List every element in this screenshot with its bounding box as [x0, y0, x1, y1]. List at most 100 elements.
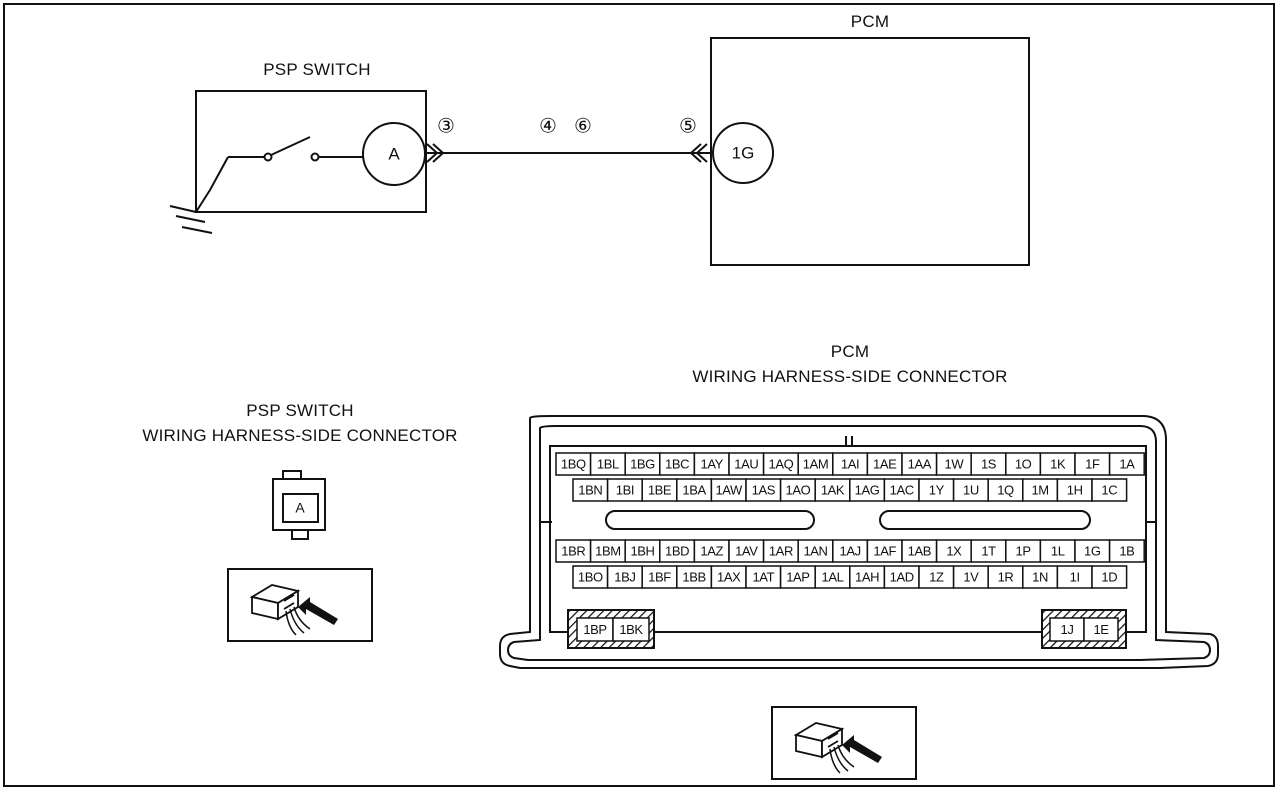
connector-a-circle: A — [362, 122, 426, 186]
pin-label: 1BR — [561, 543, 585, 558]
pin-label: 1AR — [769, 543, 793, 558]
pin-cell: 1AW — [710, 478, 747, 502]
pin-label: 1J — [1061, 622, 1074, 637]
pin-label: 1AE — [873, 456, 897, 471]
pin-cell: 1AF — [866, 539, 903, 563]
pin-cell: 1L — [1039, 539, 1076, 563]
pcm-connector-title: PCM — [830, 342, 870, 361]
pin-cell: 1BJ — [606, 565, 643, 589]
pin-cell: 1A — [1108, 452, 1145, 476]
pin-label: 1AP — [786, 569, 809, 584]
pin-label: 1AU — [734, 456, 758, 471]
pin-label: 1E — [1093, 622, 1109, 637]
pin-label: 1AM — [803, 456, 829, 471]
pin-cell: 1BM — [589, 539, 626, 563]
pin-cell: 1M — [1022, 478, 1059, 502]
pin-cell: 1D — [1091, 565, 1128, 589]
pin-cell: 1I — [1056, 565, 1093, 589]
diagram-frame — [3, 3, 1275, 787]
pin-cell: 1AH — [849, 565, 886, 589]
pin-label: 1Y — [929, 482, 945, 497]
pin-label: 1AH — [855, 569, 879, 584]
pin-label: 1F — [1085, 456, 1100, 471]
pin-cell: 1BA — [676, 478, 713, 502]
pin-cell: 1BI — [606, 478, 643, 502]
pin-cell: 1AM — [797, 452, 834, 476]
pin-cell: 1J — [1049, 617, 1085, 642]
pin-cell: 1BE — [641, 478, 678, 502]
pin-label: 1BE — [648, 482, 672, 497]
pin-label: 1BJ — [614, 569, 635, 584]
pin-cell: 1AQ — [762, 452, 799, 476]
wire-mark-6: ⑥ — [574, 115, 592, 137]
wire-mark-5: ⑤ — [679, 115, 697, 137]
wire-mark-3: ③ — [437, 115, 455, 137]
pin-cell: 1AC — [883, 478, 920, 502]
pin-cell: 1H — [1056, 478, 1093, 502]
pin-label: 1X — [946, 543, 962, 558]
connector-view-icon-pcm — [771, 706, 917, 780]
pin-label: 1G — [1084, 543, 1101, 558]
pin-cell: 1BF — [641, 565, 678, 589]
signal-wire — [426, 143, 711, 163]
pin-label: 1BP — [583, 622, 606, 637]
psp-switch-box — [195, 90, 427, 213]
pin-label: 1D — [1101, 569, 1117, 584]
pin-cell: 1BR — [555, 539, 592, 563]
pin-label: 1AB — [908, 543, 931, 558]
pin-cell: 1Q — [987, 478, 1024, 502]
pin-label: 1BL — [597, 456, 619, 471]
pin-cell: 1BL — [589, 452, 626, 476]
pin-cell: 1AI — [832, 452, 869, 476]
pin-cell: 1BK — [612, 617, 650, 642]
pin-cell: 1AR — [762, 539, 799, 563]
pin-cell: 1C — [1091, 478, 1128, 502]
pin-cell: 1W — [935, 452, 972, 476]
pin-cell: 1AZ — [693, 539, 730, 563]
pin-cell: 1BP — [576, 617, 614, 642]
pin-label: 1BD — [665, 543, 689, 558]
pin-label: 1AO — [785, 482, 810, 497]
wire-mark-4: ④ — [539, 115, 557, 137]
latch-slot-left — [605, 510, 815, 530]
pin-cell: 1AP — [779, 565, 816, 589]
pin-label: 1BQ — [561, 456, 586, 471]
pin-cell: 1AT — [745, 565, 782, 589]
pin-cell: 1R — [987, 565, 1024, 589]
connector-1g-label: 1G — [732, 143, 755, 162]
connector-view-icon — [227, 568, 373, 642]
pin-cell: 1AG — [849, 478, 886, 502]
pin-cell: 1U — [952, 478, 989, 502]
pin-label: 1P — [1016, 543, 1031, 558]
psp-connector-title: PSP SWITCH — [246, 401, 354, 420]
pin-label: 1AF — [873, 543, 896, 558]
switch-contacts — [228, 136, 363, 162]
pin-label: 1AX — [717, 569, 741, 584]
pin-label: 1B — [1119, 543, 1134, 558]
pin-label: 1N — [1032, 569, 1048, 584]
pin-cell: 1Y — [918, 478, 955, 502]
latch-slot-right — [879, 510, 1091, 530]
psp-switch-title: PSP SWITCH — [263, 60, 371, 79]
pin-cell: 1Z — [918, 565, 955, 589]
pin-cell: 1O — [1005, 452, 1042, 476]
pin-label: 1AA — [908, 456, 932, 471]
pcm-box — [710, 37, 1030, 266]
pin-cell: 1AU — [728, 452, 765, 476]
pin-label: 1K — [1050, 456, 1066, 471]
pin-label: 1AZ — [700, 543, 723, 558]
pin-cell: 1P — [1005, 539, 1042, 563]
pin-cell: 1AE — [866, 452, 903, 476]
pcm-title: PCM — [850, 12, 890, 31]
pin-label: 1AT — [752, 569, 774, 584]
pin-label: 1AI — [841, 456, 859, 471]
pin-label: 1C — [1101, 482, 1117, 497]
pin-cell: 1AJ — [832, 539, 869, 563]
pin-cell: 1BH — [624, 539, 661, 563]
pin-cell: 1X — [935, 539, 972, 563]
pin-label: 1O — [1015, 456, 1032, 471]
pin-label: 1R — [998, 569, 1014, 584]
pin-cell: 1AY — [693, 452, 730, 476]
pcm-connector-inner — [549, 445, 1147, 633]
